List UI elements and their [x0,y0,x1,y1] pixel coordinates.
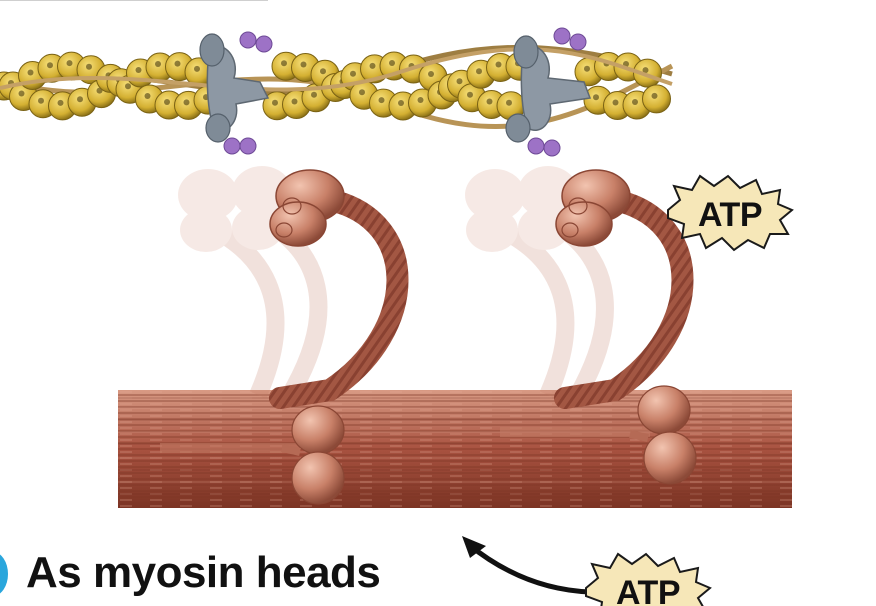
actin-binding-site [495,61,502,68]
actin-binding-site [18,90,25,97]
actin-binding-site [47,62,53,69]
myosin-head-bound [160,405,345,505]
actin-binding-site [428,71,434,77]
myosin-head-bound [500,385,697,485]
actin-binding-site [378,97,385,104]
troponin-complex [199,31,273,155]
atp-label-upper: ATP [698,196,762,234]
top-rule [0,0,268,1]
actin-subunit [633,58,662,88]
tropomyosin-strand [0,47,673,92]
actin-binding-site [125,83,131,90]
actin-binding-site [66,60,73,67]
caption-text: As myosin heads [26,548,381,597]
actin-binding-site [144,93,151,99]
actin-binding-site [593,94,599,101]
actin-binding-site [86,63,92,70]
actin-binding-site [57,99,64,106]
actin-binding-site [164,99,170,105]
troponin-complex [505,27,592,157]
actin-binding-site [38,97,44,104]
actin-binding-site [194,65,200,72]
thin-filament [0,27,674,157]
myosin-head [554,169,694,409]
actin-binding-site [417,97,424,103]
atp-burst-lower: ATP [585,552,712,606]
actin-binding-site [272,99,278,106]
actin-binding-site [77,96,83,103]
actin-subunits [0,51,671,121]
actin-binding-site [359,89,365,96]
actin-binding-site [291,98,298,105]
actin-binding-site [350,70,356,77]
atp-label-lower: ATP [616,574,680,606]
actin-binding-site [642,67,649,74]
actin-binding-site [584,65,590,72]
actin-binding-site [300,61,307,68]
actin-binding-site [612,99,619,106]
myosin-head-ghost [465,166,614,400]
myosin-head [269,169,409,409]
actin-subunit [642,84,671,114]
actin-binding-site [183,99,190,106]
actin-binding-site [486,98,493,105]
actin-binding-site [506,99,512,106]
actin-binding-site [311,91,317,98]
step-marker [0,552,8,596]
actin-binding-site [135,67,142,73]
atp-burst-upper: ATP [667,174,794,252]
actin-binding-site [389,60,395,66]
actin-binding-site [155,61,161,67]
actin-binding-site [476,68,482,75]
actin-binding-site [398,100,404,106]
actin-binding-site [281,60,287,67]
actin-binding-site [174,60,181,67]
actin-binding-site [651,92,658,99]
actin-binding-site [632,99,638,105]
actin-binding-site [27,69,34,76]
atp-arrow [462,536,591,595]
actin-binding-site [456,78,463,85]
actin-binding-site [320,68,326,75]
actin-binding-site [369,62,376,69]
actin-binding-site [467,91,473,98]
